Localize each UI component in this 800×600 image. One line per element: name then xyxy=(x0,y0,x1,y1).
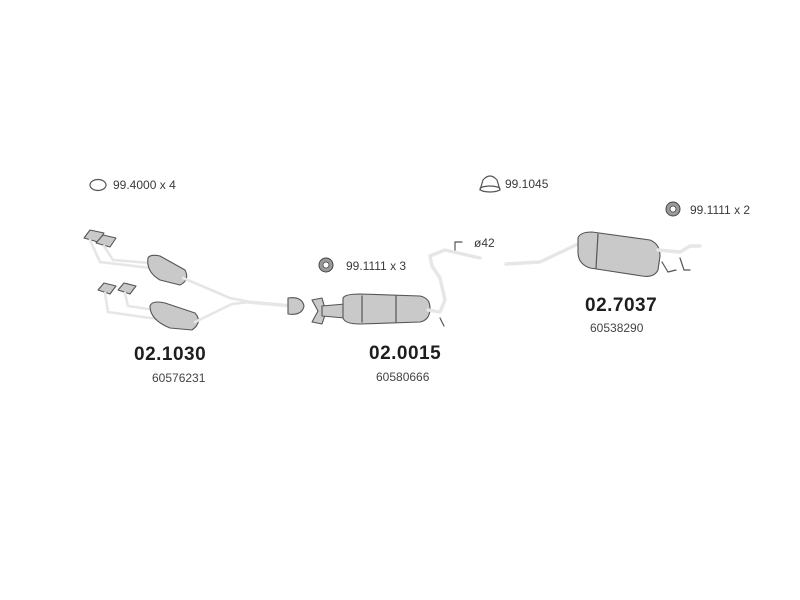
part-code-rear-silencer: 02.7037 xyxy=(585,295,658,316)
part-ref-catalytic-converter: 60580666 xyxy=(376,370,430,384)
rubber-mount-label-2: 99.1111 x 3 xyxy=(346,259,407,273)
rubber-mount-icon xyxy=(665,201,681,217)
part-ref-front-downpipe: 60576231 xyxy=(152,371,206,385)
part-code-front-downpipe: 02.1030 xyxy=(134,344,207,365)
rubber-mount-label: 99.1111 x 2 xyxy=(690,203,751,217)
front-downpipe-drawing xyxy=(83,229,305,331)
part-ref-rear-silencer: 60538290 xyxy=(590,321,644,335)
catalytic-converter-drawing xyxy=(311,241,482,327)
gasket-ring-icon xyxy=(89,178,107,192)
u-clamp-icon xyxy=(479,175,501,193)
rubber-mount-icon-2 xyxy=(318,257,334,273)
pipe-diameter-label: ø42 xyxy=(474,236,495,250)
gasket-ring-label: 99.4000 x 4 xyxy=(113,178,176,192)
rear-silencer-drawing xyxy=(504,231,702,277)
u-clamp-label: 99.1045 xyxy=(505,177,549,191)
part-code-catalytic-converter: 02.0015 xyxy=(369,343,442,364)
